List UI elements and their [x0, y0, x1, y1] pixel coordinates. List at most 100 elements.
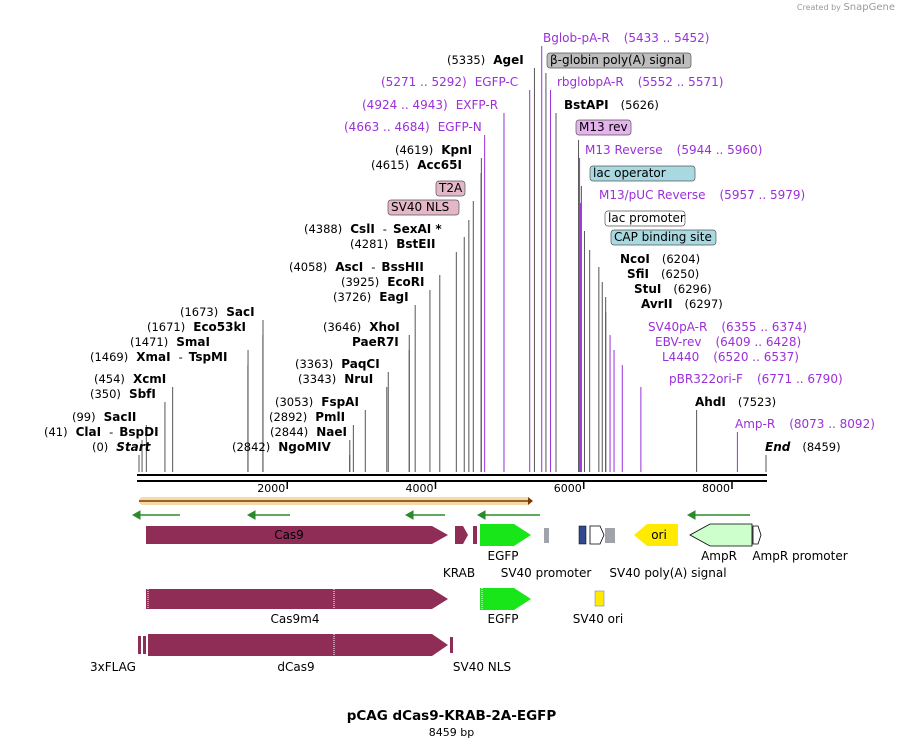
egfp-feature[interactable]: EGFP — [480, 524, 531, 563]
site-sv40-nls[interactable]: SV40 NLS — [387, 199, 460, 216]
cas9-feature[interactable]: Cas9 — [146, 526, 448, 544]
svg-text:(1673)SacI: (1673)SacI — [180, 305, 255, 319]
sv40-promoter-feature[interactable]: SV40 promoter — [501, 528, 592, 580]
enzyme-name: ClaI — [76, 425, 101, 439]
svg-text:(3363)PaqCI: (3363)PaqCI — [295, 357, 380, 371]
cas9m4-feature[interactable]: Cas9m4 — [146, 589, 448, 626]
egfp-label: EGFP — [487, 549, 518, 563]
svg-text:SfiI(6250): SfiI(6250) — [627, 267, 699, 281]
site-bglob-pa-r[interactable]: Bglob-pA-R(5433 .. 5452) — [543, 31, 709, 45]
3xflag-feature[interactable]: 3xFLAG — [90, 636, 146, 674]
site-naei[interactable]: (2844)NaeI — [270, 425, 347, 439]
enzyme-position: (7523) — [738, 395, 776, 409]
ampr-promoter-feature[interactable]: AmpR promoter — [752, 525, 848, 563]
site-pbr322ori-f[interactable]: pBR322ori-F(6771 .. 6790) — [669, 372, 843, 386]
site-sacii[interactable]: (99)SacII — [72, 410, 136, 424]
site-t2a[interactable]: T2A — [435, 180, 466, 197]
site-bsteii[interactable]: (4281)BstEII — [350, 237, 435, 251]
site-ahdi[interactable]: AhdI(7523) — [695, 395, 776, 409]
primer-range: (5271 .. 5292) — [381, 75, 467, 89]
feature-box — [435, 180, 466, 197]
site-asci[interactable]: (4058)AscI-BssHII — [289, 260, 424, 274]
enzyme-name: PaeR7I — [352, 335, 399, 349]
site-stui[interactable]: StuI(6296) — [634, 282, 712, 296]
svg-text:L4440(6520 .. 6537): L4440(6520 .. 6537) — [662, 350, 799, 364]
site-smai[interactable]: (1471)SmaI — [130, 335, 210, 349]
enzyme-name: NgoMIV — [278, 440, 331, 454]
site-ngomiv[interactable]: (2842)NgoMIV — [232, 440, 332, 454]
enzyme-name: Eco53kI — [193, 320, 246, 334]
enzyme-name: EcoRI — [387, 275, 424, 289]
enzyme-separator: - — [179, 350, 183, 364]
site-m13-rev[interactable]: M13 rev — [575, 119, 632, 136]
svg-text:BstAPI(5626): BstAPI(5626) — [564, 98, 659, 112]
site-bstapi[interactable]: BstAPI(5626) — [564, 98, 659, 112]
tick-label-6000: 6000 — [554, 482, 582, 495]
site-sbfi[interactable]: (350)SbfI — [90, 387, 156, 401]
site-agei[interactable]: (5335)AgeI — [447, 53, 524, 67]
site-lac-operator[interactable]: lac operator — [589, 165, 696, 182]
site-m13-puc-reverse[interactable]: M13/pUC Reverse(5957 .. 5979) — [599, 188, 805, 202]
sv40-nls-feature[interactable]: SV40 NLS — [450, 637, 511, 674]
site-amp-r[interactable]: Amp-R(8073 .. 8092) — [735, 417, 875, 431]
site-kpni[interactable]: (4619)KpnI — [395, 143, 472, 157]
ori-feature[interactable]: ori — [634, 524, 678, 546]
lac-features-cluster[interactable] — [578, 525, 615, 545]
site-egfp-n[interactable]: (4663 .. 4684)EGFP-N — [344, 120, 482, 134]
site-saci[interactable]: (1673)SacI — [180, 305, 255, 319]
site-eco53ki[interactable]: (1671)Eco53kI — [147, 320, 246, 334]
sv40-ori-feature[interactable]: SV40 ori — [573, 590, 624, 626]
site-csli[interactable]: (4388)CslI-SexAI * — [304, 222, 442, 236]
svg-text:EBV-rev(6409 .. 6428): EBV-rev(6409 .. 6428) — [655, 335, 801, 349]
enzyme-name: XmaI — [136, 350, 170, 364]
site-fspai[interactable]: (3053)FspAI — [275, 395, 359, 409]
site-sfii[interactable]: SfiI(6250) — [627, 267, 699, 281]
site-globin-poly-a-signal[interactable]: β-globin poly(A) signal — [546, 52, 692, 69]
feature-name: M13 rev — [579, 120, 628, 134]
site-cap-binding-site[interactable]: CAP binding site — [610, 229, 717, 246]
site-egfp-c[interactable]: (5271 .. 5292) EGFP-C — [381, 75, 518, 89]
svg-text:(2842)NgoMIV: (2842)NgoMIV — [232, 440, 332, 454]
site-ecori[interactable]: (3925)EcoRI — [341, 275, 425, 289]
enzyme-name: AvrII — [641, 297, 673, 311]
primer-range: (6771 .. 6790) — [757, 372, 843, 386]
site-lac-promoter[interactable]: lac promoter — [604, 210, 686, 227]
site-ncoi[interactable]: NcoI(6204) — [620, 252, 700, 266]
site-clai[interactable]: (41)ClaI-BspDI — [44, 425, 159, 439]
site-sv40pa-r[interactable]: SV40pA-R(6355 .. 6374) — [648, 320, 807, 334]
site-paer7i[interactable]: PaeR7I — [352, 335, 399, 349]
svg-text:(3925)EcoRI: (3925)EcoRI — [341, 275, 425, 289]
site-paqci[interactable]: (3363)PaqCI — [295, 357, 380, 371]
enzyme-position: (4281) — [350, 237, 388, 251]
dcas9-feature[interactable]: dCas9 — [148, 634, 448, 674]
site-avrii[interactable]: AvrII(6297) — [641, 297, 723, 311]
enzyme-position: (1673) — [180, 305, 218, 319]
site-pmli[interactable]: (2892)PmlI — [269, 410, 345, 424]
primer-range: (4663 .. 4684) — [344, 120, 430, 134]
ampr-feature[interactable]: AmpR — [689, 523, 753, 563]
site-end[interactable]: End(8459) — [765, 440, 841, 454]
tick-label-8000: 8000 — [702, 482, 730, 495]
svg-text:M13 Reverse(5944 .. 5960): M13 Reverse(5944 .. 5960) — [585, 143, 762, 157]
site-m13-reverse[interactable]: M13 Reverse(5944 .. 5960) — [585, 143, 762, 157]
egfp-feature-2[interactable]: EGFP — [480, 588, 531, 626]
enzyme-name: End — [765, 440, 791, 454]
site-rbglobpa-r[interactable]: rbglobpA-R(5552 .. 5571) — [557, 75, 723, 89]
site-eagi[interactable]: (3726)EagI — [333, 290, 409, 304]
ori-label: ori — [651, 528, 667, 542]
site-start[interactable]: (0)Start — [92, 440, 152, 454]
site-ebv-rev[interactable]: EBV-rev(6409 .. 6428) — [655, 335, 801, 349]
site-exfp-r[interactable]: (4924 .. 4943)EXFP-R — [362, 98, 498, 112]
site-acc65i[interactable]: (4615)Acc65I — [371, 158, 462, 172]
site-xhoi[interactable]: (3646)XhoI — [323, 320, 400, 334]
credit-prefix: Created by — [796, 3, 841, 12]
feature-name: SV40 NLS — [391, 200, 449, 214]
svg-text:SV40pA-R(6355 .. 6374): SV40pA-R(6355 .. 6374) — [648, 320, 807, 334]
site-l4440[interactable]: L4440(6520 .. 6537) — [662, 350, 799, 364]
svg-text:(4281)BstEII: (4281)BstEII — [350, 237, 435, 251]
primer-name: EGFP-C — [475, 75, 518, 89]
krab-feature[interactable]: KRAB — [443, 526, 477, 580]
site-nrui[interactable]: (3343)NruI — [298, 372, 373, 386]
site-xcmi[interactable]: (454)XcmI — [94, 372, 166, 386]
site-xmai[interactable]: (1469)XmaI-TspMI — [90, 350, 227, 364]
